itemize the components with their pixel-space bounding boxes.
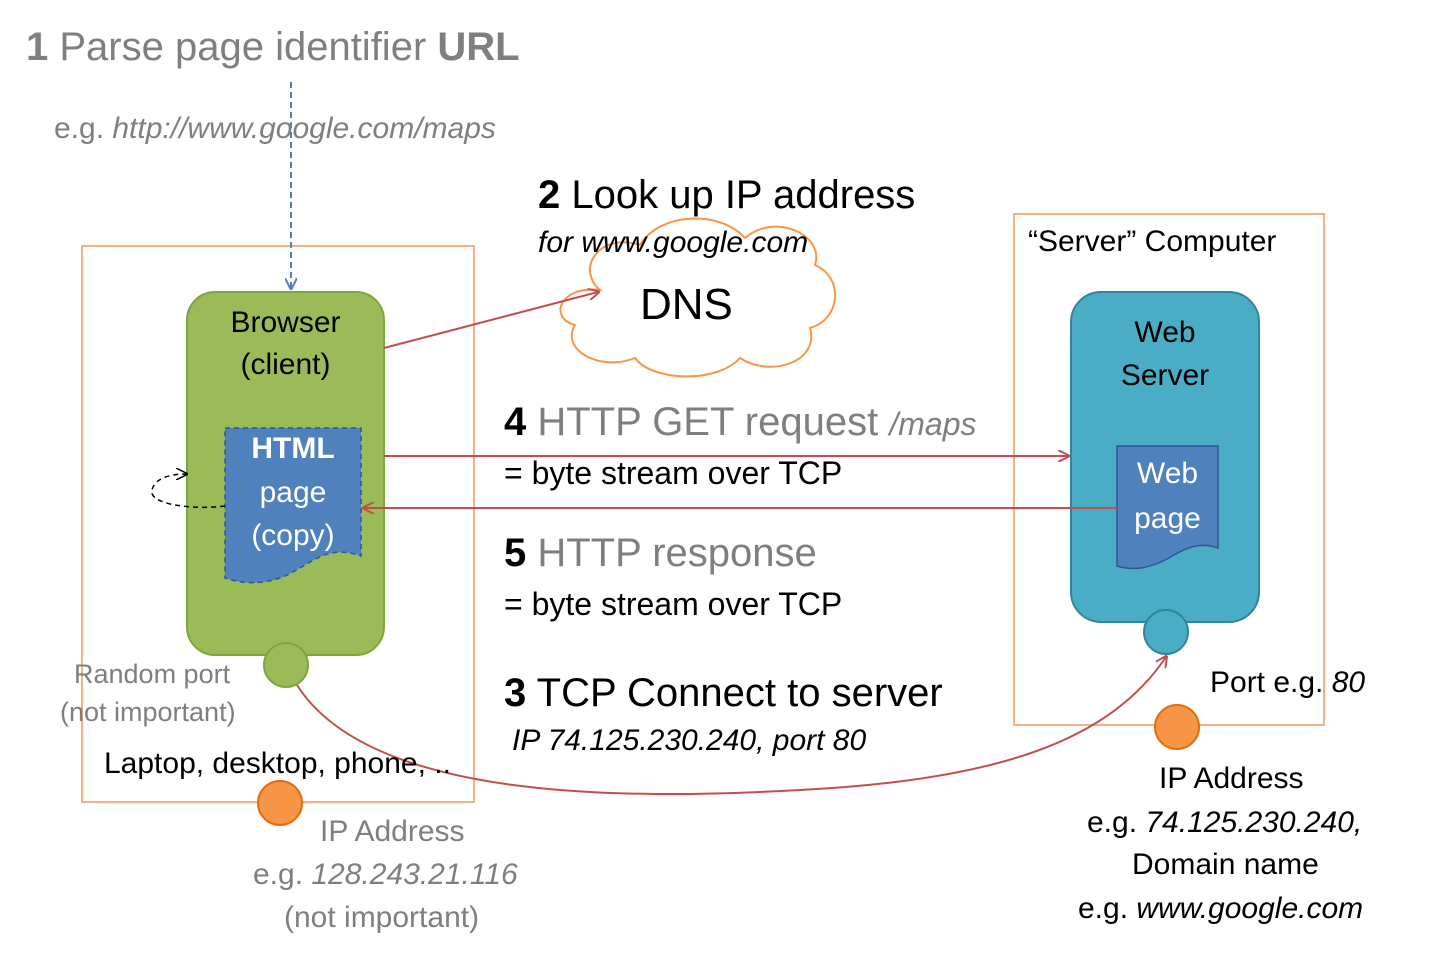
step1-heading: 1 Parse page identifier URL <box>26 24 520 70</box>
step5-detail: = byte stream over TCP <box>504 586 843 622</box>
browser-label-1: Browser <box>230 306 341 339</box>
step4-detail: = byte stream over TCP <box>504 455 843 491</box>
server-port-prefix: Port e.g. <box>1210 666 1332 699</box>
html-page-label-3: (copy) <box>251 519 335 552</box>
web-page-label-1: Web <box>1136 457 1199 490</box>
step4-heading: 4 HTTP GET request /maps <box>504 399 976 445</box>
dns-label: DNS <box>640 280 733 329</box>
step5-text: HTTP response <box>526 531 817 575</box>
tcp-connect-arrow <box>296 657 1166 795</box>
server-domain-value: www.google.com <box>1136 892 1364 925</box>
step4-path: /maps <box>889 406 977 442</box>
step5-heading: 5 HTTP response <box>504 530 817 576</box>
client-ip-example: e.g. 128.243.21.116 <box>253 858 518 893</box>
step1-number: 1 <box>26 25 49 69</box>
html-page-label-2: page <box>259 476 327 509</box>
server-domain-prefix: e.g. <box>1078 892 1137 925</box>
step2-sub: for www.google.com <box>538 226 809 259</box>
web-server-label-1: Web <box>1134 316 1196 349</box>
device-label: Laptop, desktop, phone, .. <box>104 747 451 780</box>
client-ip-label: IP Address <box>320 815 465 848</box>
step2-text: Look up IP address <box>560 173 916 217</box>
server-ip-example: e.g. 74.125.230.240, <box>1087 806 1362 841</box>
client-ip-prefix: e.g. <box>253 858 312 891</box>
server-domain-label: Domain name <box>1132 848 1319 881</box>
step3-heading: 3 TCP Connect to server <box>504 670 943 716</box>
server-port-value: 80 <box>1331 666 1366 699</box>
server-domain-example: e.g. www.google.com <box>1078 892 1363 927</box>
step5-number: 5 <box>504 531 527 575</box>
step3-number: 3 <box>504 671 527 715</box>
step1-eg-prefix: e.g. <box>54 112 113 145</box>
step3-text: TCP Connect to server <box>526 671 943 715</box>
server-port-circle <box>1143 609 1189 655</box>
step1-text: Parse page identifier <box>48 25 438 69</box>
web-page-label-2: page <box>1134 502 1201 535</box>
browser-label-2: (client) <box>240 348 331 381</box>
step3-detail: IP 74.125.230.240, port 80 <box>512 724 867 757</box>
step4-text: HTTP GET request <box>526 400 890 444</box>
step4-number: 4 <box>504 400 527 444</box>
html-page-label-1: HTML <box>251 432 335 465</box>
server-computer-title: “Server” Computer <box>1028 225 1277 258</box>
step1-eg-url: http://www.google.com/maps <box>112 112 496 145</box>
client-port-circle <box>263 642 309 688</box>
server-port-label: Port e.g. 80 <box>1210 666 1365 701</box>
step2-heading: 2 Look up IP address <box>538 172 915 218</box>
step2-number: 2 <box>538 173 561 217</box>
client-ip-circle <box>257 780 303 826</box>
random-port-label-2: (not important) <box>60 697 236 727</box>
server-ip-value: 74.125.230.240, <box>1145 806 1363 839</box>
server-ip-circle <box>1154 704 1200 750</box>
step1-example: e.g. http://www.google.com/maps <box>54 112 496 147</box>
web-page-doc <box>1116 445 1219 570</box>
client-ip-note: (not important) <box>284 901 480 934</box>
client-ip-value: 128.243.21.116 <box>311 858 518 891</box>
dns-lookup-arrow <box>383 292 598 349</box>
server-ip-label: IP Address <box>1159 762 1304 795</box>
web-server-label-2: Server <box>1120 359 1210 392</box>
step1-url-bold: URL <box>437 25 520 69</box>
dns-cloud <box>559 217 837 378</box>
html-page-copy-doc <box>224 427 362 584</box>
random-port-label-1: Random port <box>74 659 231 689</box>
server-ip-prefix: e.g. <box>1087 806 1146 839</box>
